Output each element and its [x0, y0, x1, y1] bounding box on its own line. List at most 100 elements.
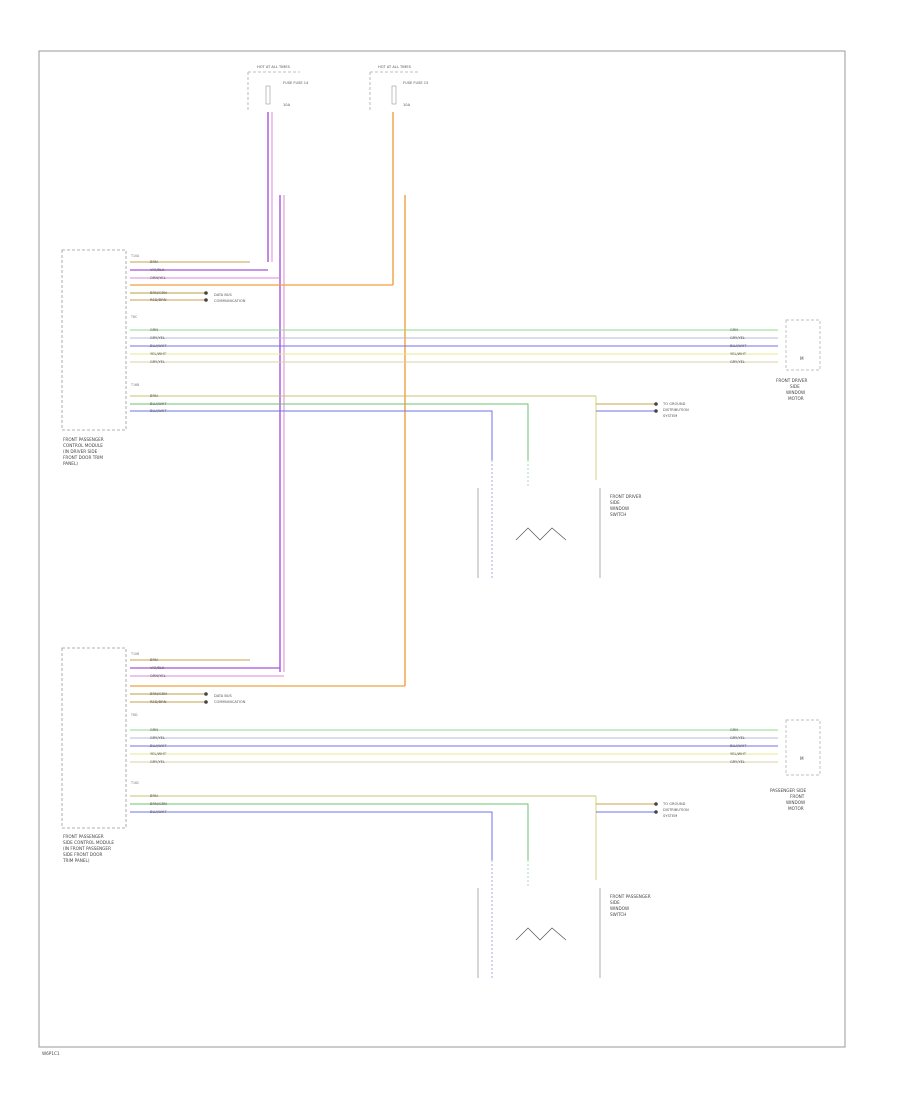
- lower-motor-caption-1: PASSENGER SIDE: [770, 788, 806, 793]
- lower-motor-symbol: M: [800, 756, 804, 761]
- upper-window-motor: M FRONT DRIVER SIDE WINDOW MOTOR: [776, 319, 821, 401]
- lower-motor-caption-3: WINDOW: [786, 800, 805, 805]
- upper-mid-wire-label-3: BLU/WHT: [150, 344, 167, 348]
- upper-top-wires: BRN VIO/BLK ORN/YEL BRN/GRN RED/BRN DATA…: [130, 260, 393, 303]
- upper-switch-caption-1: FRONT DRIVER: [610, 494, 642, 499]
- lower-top-wires: BRN VIO/BLK ORN/YEL BRN/GRN RED/BRN DATA…: [130, 658, 405, 704]
- hot-at-label-right: HOT AT ALL TIMES: [378, 65, 412, 69]
- fuse-block-right: HOT AT ALL TIMES FUSE FUSE 15 10A: [369, 65, 428, 112]
- upper-motor-caption-1: FRONT DRIVER: [776, 378, 808, 383]
- upper-module-caption-3: (IN DRIVER SIDE: [63, 449, 98, 454]
- lower-module-caption-2: SIDE CONTROL MODULE: [63, 840, 114, 845]
- lower-switch-caption-4: SWITCH: [610, 912, 626, 917]
- fuse-amp-right: 10A: [403, 103, 411, 107]
- lower-low-wire-label-3: BLU/WHT: [150, 810, 167, 814]
- upper-mid-wire-label-2: GRY/YEL: [150, 336, 165, 340]
- feed-wires: [267, 112, 406, 686]
- lower-module: FRONT PASSENGER SIDE CONTROL MODULE (IN …: [61, 647, 140, 863]
- diagram-border: [38, 50, 846, 1048]
- upper-module-caption-5: PANEL): [63, 461, 78, 466]
- lower-connector-low: T16C: [130, 781, 140, 785]
- lower-low-wires: BRN BRN/GRN BLU/WHT TO GROUND DISTRIBUTI…: [130, 794, 689, 880]
- upper-low-wires: BRN BLU/WHT BLU/WHT TO GROUND DISTRIBUTI…: [130, 394, 689, 480]
- upper-switch-caption-2: SIDE: [610, 500, 620, 505]
- lower-mid-wire-label-r4: YEL/WHT: [730, 752, 747, 756]
- upper-mid-wire-label-4: YEL/WHT: [150, 352, 167, 356]
- lower-mid-wire-label-5: GRY/YEL: [150, 760, 165, 764]
- upper-low-wire-label-1: BRN: [150, 394, 158, 398]
- upper-mid-wire-label-r5: GRY/YEL: [730, 360, 745, 364]
- upper-mid-wire-label-r3: BLU/WHT: [730, 344, 747, 348]
- lower-motor-caption-4: MOTOR: [788, 806, 804, 811]
- lower-mid-wires: GRN GRY/YEL BLU/WHT YEL/WHT GRY/YEL GRN …: [130, 728, 778, 764]
- lower-top-wire-label-1: BRN: [150, 658, 158, 662]
- lower-mid-wire-label-r3: BLU/WHT: [730, 744, 747, 748]
- upper-motor-symbol: M: [800, 356, 804, 361]
- fuse-block-left: HOT AT ALL TIMES FUSE FUSE 14 10A: [247, 65, 309, 112]
- upper-connector-low: T16B: [130, 383, 139, 387]
- upper-connector-mid: T6C: [130, 315, 138, 319]
- upper-mid-wire-label-5: GRY/YEL: [150, 360, 165, 364]
- upper-top-wire-label-2: VIO/BLK: [150, 268, 165, 272]
- upper-top-wire-label-4: BRN/GRN: [150, 291, 167, 295]
- lower-switch-caption-2: SIDE: [610, 900, 620, 905]
- upper-motor-caption-4: MOTOR: [788, 396, 804, 401]
- upper-ground-ref-1: TO GROUND: [662, 402, 686, 406]
- diagram-footer-code: W6P1C1: [42, 1051, 60, 1056]
- lower-module-caption-5: TRIM PANEL): [62, 858, 90, 863]
- upper-low-wire-label-3: BLU/WHT: [150, 409, 167, 413]
- upper-motor-caption-2: SIDE: [790, 384, 800, 389]
- lower-connector-top: T10B: [130, 652, 139, 656]
- upper-switch-caption-4: SWITCH: [610, 512, 626, 517]
- fuse-label-left: FUSE FUSE 14: [283, 81, 309, 85]
- lower-module-caption-4: SIDE FRONT DOOR: [63, 852, 103, 857]
- lower-data-bus-1: DATA BUS: [214, 694, 232, 698]
- lower-module-caption-1: FRONT PASSENGER: [63, 834, 104, 839]
- upper-mid-wire-label-r4: YEL/WHT: [730, 352, 747, 356]
- upper-window-switch: FRONT DRIVER SIDE WINDOW SWITCH: [477, 460, 642, 578]
- upper-low-wire-label-2: BLU/WHT: [150, 402, 167, 406]
- lower-ground-ref-2: DISTRIBUTION: [663, 808, 689, 812]
- lower-mid-wire-label-4: YEL/WHT: [150, 752, 167, 756]
- upper-top-wire-label-3: ORN/YEL: [150, 276, 166, 280]
- upper-data-bus-2: COMMUNICATION: [214, 299, 246, 303]
- lower-top-wire-label-4: BRN/GRN: [150, 692, 167, 696]
- lower-mid-wire-label-3: BLU/WHT: [150, 744, 167, 748]
- lower-ground-ref-1: TO GROUND: [662, 802, 686, 806]
- upper-mid-wire-label-1: GRN: [150, 328, 158, 332]
- upper-module-caption-2: CONTROL MODULE: [63, 443, 103, 448]
- lower-top-wire-label-2: VIO/BLK: [150, 666, 165, 670]
- hot-at-label-left: HOT AT ALL TIMES: [257, 65, 291, 69]
- lower-module-caption-3: (IN FRONT PASSENGER: [63, 846, 111, 851]
- lower-mid-wire-label-r2: GRY/YEL: [730, 736, 745, 740]
- lower-window-switch: FRONT PASSENGER SIDE WINDOW SWITCH: [477, 860, 651, 978]
- upper-top-wire-label-5: RED/BRN: [150, 298, 167, 302]
- fuse-amp-left: 10A: [283, 103, 291, 107]
- upper-motor-caption-3: WINDOW: [786, 390, 805, 395]
- lower-mid-wire-label-r5: GRY/YEL: [730, 760, 745, 764]
- lower-switch-caption-1: FRONT PASSENGER: [610, 894, 651, 899]
- upper-module-caption-4: FRONT DOOR TRIM: [63, 455, 103, 460]
- upper-top-wire-label-1: BRN: [150, 260, 158, 264]
- upper-ground-ref-2: DISTRIBUTION: [663, 408, 689, 412]
- lower-switch-caption-3: WINDOW: [610, 906, 629, 911]
- lower-low-wire-label-2: BRN/GRN: [150, 802, 167, 806]
- upper-switch-caption-3: WINDOW: [610, 506, 629, 511]
- lower-motor-caption-2: FRONT: [790, 794, 805, 799]
- lower-mid-wire-label-2: GRY/YEL: [150, 736, 165, 740]
- lower-top-wire-label-3: ORN/YEL: [150, 674, 166, 678]
- lower-low-wire-label-1: BRN: [150, 794, 158, 798]
- lower-top-wire-label-5: RED/BRN: [150, 700, 167, 704]
- lower-connector-mid: T6D: [130, 713, 138, 717]
- lower-window-motor: M PASSENGER SIDE FRONT WINDOW MOTOR: [770, 719, 821, 811]
- upper-mid-wire-label-r1: GRN: [730, 328, 738, 332]
- lower-mid-wire-label-1: GRN: [150, 728, 158, 732]
- upper-module-caption-1: FRONT PASSENGER: [63, 437, 104, 442]
- upper-connector-top: T10A: [130, 254, 140, 258]
- fuse-label-right: FUSE FUSE 15: [403, 81, 428, 85]
- upper-mid-wire-label-r2: GRY/YEL: [730, 336, 745, 340]
- lower-data-bus-2: COMMUNICATION: [214, 700, 246, 704]
- upper-mid-wires: GRN GRY/YEL BLU/WHT YEL/WHT GRY/YEL GRN …: [130, 328, 778, 364]
- upper-module: FRONT PASSENGER CONTROL MODULE (IN DRIVE…: [61, 249, 140, 466]
